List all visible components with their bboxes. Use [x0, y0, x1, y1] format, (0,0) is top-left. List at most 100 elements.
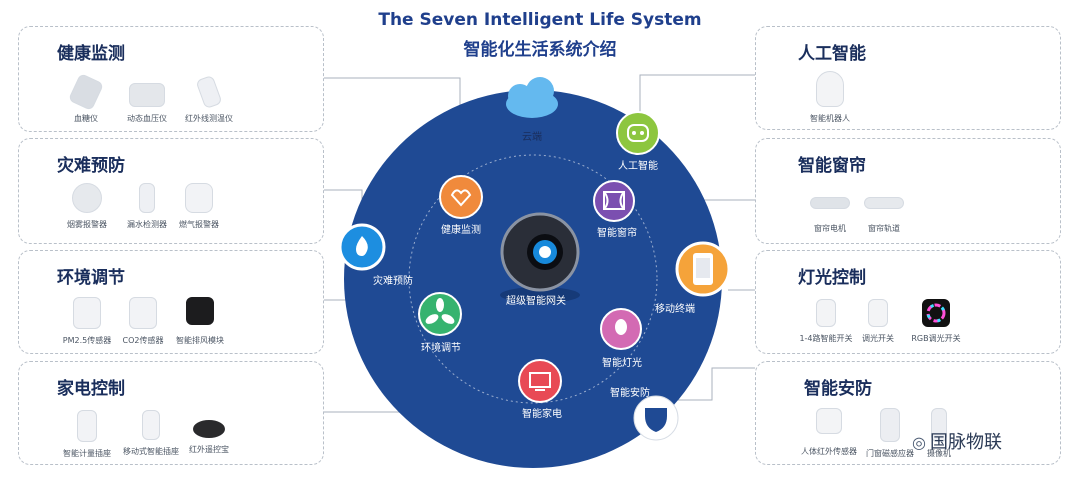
- ir-remote-icon: [193, 420, 225, 438]
- panel-disaster: 灾难预防 烟雾报警器 漏水检测器 燃气报警器: [18, 138, 324, 244]
- item-label: 红外遥控宝: [189, 445, 229, 454]
- title-english: The Seven Intelligent Life System: [378, 10, 702, 30]
- panel-curtain: 智能窗帘 窗帘电机 窗帘轨道: [755, 138, 1061, 244]
- item-smart-switch: 1-4路智能开关: [794, 299, 858, 344]
- pm25-sensor-icon: [73, 297, 101, 329]
- item-glucose-meter: 血糖仪: [61, 72, 111, 124]
- item-pir-sensor: 人体红外传感器: [796, 408, 862, 457]
- item-exhaust: 智能排风模块: [169, 297, 231, 346]
- item-curtain-track: 窗帘轨道: [856, 191, 912, 234]
- panel-appliance: 家电控制 智能计量插座 移动式智能插座 红外遥控宝: [18, 361, 324, 465]
- item-label: 血糖仪: [74, 114, 98, 123]
- door-window-sensor-icon: [880, 408, 900, 442]
- node-cloud-label: 云端: [522, 132, 542, 143]
- node-curtain-icon: [593, 180, 635, 222]
- water-leak-detector-icon: [139, 183, 155, 213]
- pir-sensor-icon: [816, 408, 842, 434]
- camera-icon: [931, 408, 947, 442]
- connector-ai: [639, 74, 755, 118]
- gas-alarm-icon: [185, 183, 213, 213]
- item-label: 调光开关: [862, 334, 894, 343]
- metering-socket-icon: [77, 410, 97, 442]
- node-ai-icon: [616, 111, 660, 155]
- item-blood-pressure: 动态血压仪: [117, 77, 177, 124]
- item-thermometer: 红外线测温仪: [179, 74, 239, 124]
- item-robot: 智能机器人: [800, 71, 860, 124]
- node-gateway-label: 超级智能网关: [506, 296, 566, 307]
- watermark: ◎国脉物联: [912, 428, 1002, 454]
- wechat-icon: ◎: [912, 433, 926, 452]
- node-disaster-icon: [338, 223, 386, 271]
- panel-curtain-title: 智能窗帘: [798, 156, 866, 176]
- item-gas-alarm: 燃气报警器: [171, 183, 227, 230]
- smoke-alarm-icon: [72, 183, 102, 213]
- node-health-label: 健康监测: [441, 225, 481, 236]
- item-pm25: PM2.5传感器: [59, 297, 115, 346]
- exhaust-module-icon: [186, 297, 214, 325]
- rgb-ring-icon: [926, 303, 946, 323]
- node-light-icon: [600, 308, 642, 350]
- curtain-track-icon: [864, 197, 904, 209]
- item-label: CO2传感器: [122, 336, 164, 345]
- node-light-label: 智能灯光: [602, 358, 642, 369]
- item-label: 智能机器人: [810, 114, 850, 123]
- panel-appliance-title: 家电控制: [57, 379, 125, 399]
- node-appliance-label: 智能家电: [522, 409, 562, 420]
- item-metering-socket: 智能计量插座: [57, 410, 117, 459]
- item-label: 红外线测温仪: [185, 114, 233, 123]
- item-camera: 摄像机: [914, 408, 964, 459]
- item-label: 1-4路智能开关: [799, 334, 853, 343]
- node-mobile-label: 移动终端: [655, 304, 695, 315]
- co2-sensor-icon: [129, 297, 157, 329]
- item-label: 燃气报警器: [179, 220, 219, 229]
- connector-security: [668, 367, 755, 401]
- item-dimmer: 调光开关: [850, 299, 906, 344]
- node-mobile-icon: [675, 241, 731, 297]
- smart-switch-icon: [816, 299, 836, 327]
- panel-health-title: 健康监测: [57, 44, 125, 64]
- panel-ai: 人工智能 智能机器人: [755, 26, 1061, 130]
- item-label: 窗帘轨道: [868, 224, 900, 233]
- mobile-socket-icon: [142, 410, 160, 440]
- item-label: 漏水检测器: [127, 220, 167, 229]
- node-disaster-label: 灾难预防: [373, 276, 413, 287]
- watermark-text: 国脉物联: [929, 432, 1002, 453]
- item-rgb-dimmer: RGB调光开关: [902, 299, 970, 344]
- panel-lighting: 灯光控制 1-4路智能开关 调光开关 RGB调光开关: [755, 250, 1061, 354]
- node-security-icon: [633, 395, 679, 441]
- item-smoke-alarm: 烟雾报警器: [61, 183, 113, 230]
- panel-environment: 环境调节 PM2.5传感器 CO2传感器 智能排风模块: [18, 250, 324, 354]
- item-label: 智能排风模块: [176, 336, 224, 345]
- node-environment-icon: [418, 292, 462, 336]
- panel-ai-title: 人工智能: [798, 44, 866, 64]
- item-label: 动态血压仪: [127, 114, 167, 123]
- item-co2: CO2传感器: [115, 297, 171, 346]
- curtain-motor-icon: [810, 197, 850, 209]
- node-appliance-icon: [518, 359, 562, 403]
- gateway-icon: [500, 212, 580, 303]
- panel-health: 健康监测 血糖仪 动态血压仪 红外线测温仪: [18, 26, 324, 132]
- item-mobile-socket: 移动式智能插座: [113, 410, 189, 457]
- rgb-dimmer-icon: [922, 299, 950, 327]
- inner-orbit: [408, 154, 658, 404]
- item-label: 门窗磁感应器: [866, 449, 914, 458]
- panel-disaster-title: 灾难预防: [57, 156, 125, 176]
- item-label: 智能计量插座: [63, 449, 111, 458]
- item-label: 窗帘电机: [814, 224, 846, 233]
- node-curtain-label: 智能窗帘: [597, 228, 637, 239]
- node-health-icon: [439, 175, 483, 219]
- node-environment-label: 环境调节: [421, 343, 461, 354]
- item-door-sensor: 门窗磁感应器: [858, 408, 922, 459]
- item-label: 烟雾报警器: [67, 220, 107, 229]
- panel-lighting-title: 灯光控制: [798, 268, 866, 288]
- panel-security-title: 智能安防: [804, 379, 872, 399]
- item-ir-remote: 红外遥控宝: [181, 410, 237, 455]
- item-label: PM2.5传感器: [62, 336, 112, 345]
- item-label: RGB调光开关: [911, 334, 961, 343]
- node-security-label: 智能安防: [610, 388, 650, 399]
- dimmer-switch-icon: [868, 299, 888, 327]
- panel-environment-title: 环境调节: [57, 268, 125, 288]
- robot-icon: [816, 71, 844, 107]
- node-ai-label: 人工智能: [618, 161, 658, 172]
